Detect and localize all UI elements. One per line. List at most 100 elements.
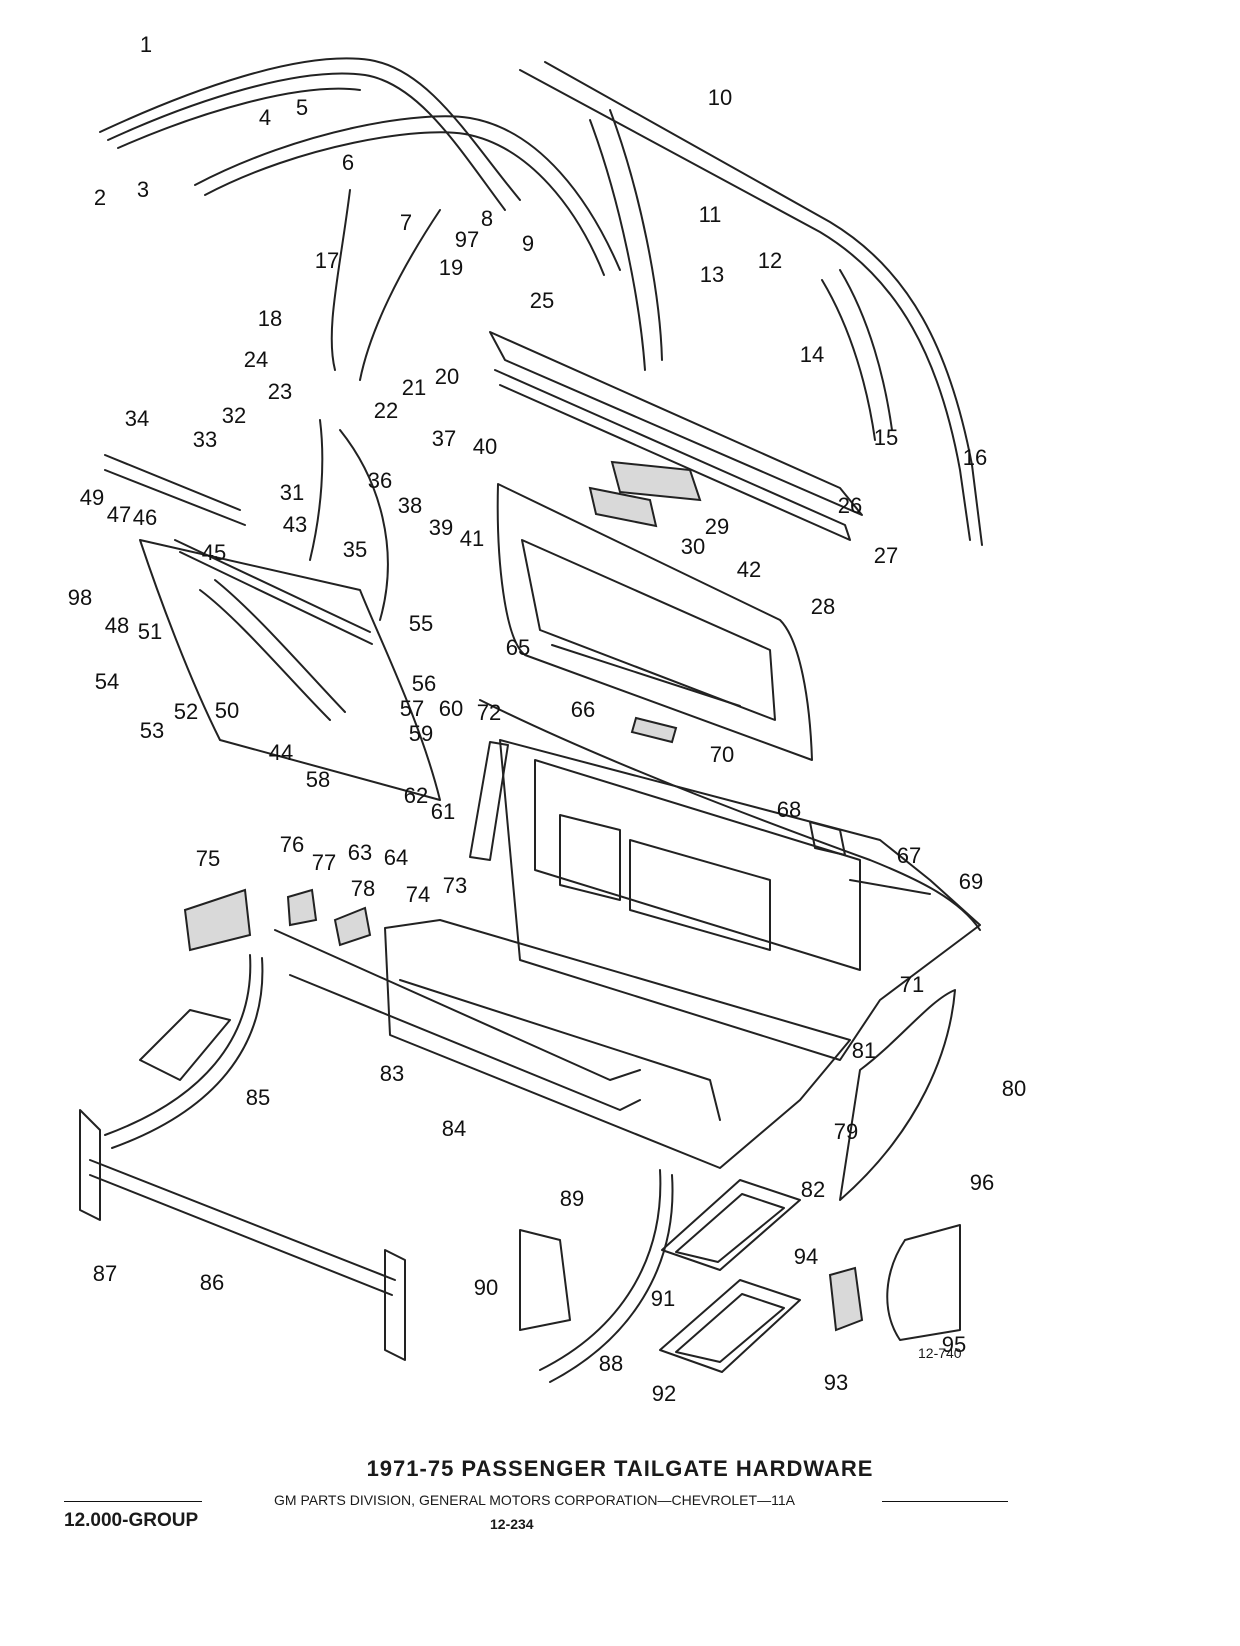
callout-3: 3	[137, 177, 149, 202]
upper-garnish-part	[489, 331, 863, 516]
callout-54: 54	[95, 669, 119, 694]
page-number: 12-234	[490, 1516, 534, 1532]
callout-24: 24	[244, 347, 268, 372]
group-label: 12.000-GROUP	[64, 1510, 199, 1531]
callout-8: 8	[481, 206, 493, 231]
callout-23: 23	[268, 379, 292, 404]
callout-60: 60	[439, 696, 463, 721]
callout-53: 53	[140, 718, 164, 743]
callout-72: 72	[477, 700, 501, 725]
callout-2: 2	[94, 185, 106, 210]
callout-67: 67	[897, 843, 921, 868]
callout-28: 28	[811, 594, 835, 619]
callout-73: 73	[443, 873, 467, 898]
roof-weatherstrip-part	[99, 57, 521, 201]
callout-93: 93	[824, 1370, 848, 1395]
callout-50: 50	[215, 698, 239, 723]
callout-48: 48	[105, 613, 129, 638]
callout-14: 14	[800, 342, 824, 367]
callout-82: 82	[801, 1177, 825, 1202]
callout-81: 81	[852, 1038, 876, 1063]
callout-65: 65	[506, 635, 530, 660]
callout-58: 58	[306, 767, 330, 792]
callout-43: 43	[283, 512, 307, 537]
callout-86: 86	[200, 1270, 224, 1295]
glass-frame-part	[519, 69, 971, 541]
callout-62: 62	[404, 783, 428, 808]
callout-79: 79	[834, 1119, 858, 1144]
callout-70: 70	[710, 742, 734, 767]
callout-55: 55	[409, 611, 433, 636]
callout-7: 7	[400, 210, 412, 235]
callout-59: 59	[409, 721, 433, 746]
footer-publisher-text: GM PARTS DIVISION, GENERAL MOTORS CORPOR…	[274, 1492, 795, 1508]
lower-box-part	[384, 919, 851, 1169]
callout-34: 34	[125, 406, 149, 431]
callout-97: 97	[455, 227, 479, 252]
callout-63: 63	[348, 840, 372, 865]
callout-91: 91	[651, 1286, 675, 1311]
callout-15: 15	[874, 425, 898, 450]
callout-78: 78	[351, 876, 375, 901]
callout-40: 40	[473, 434, 497, 459]
callout-10: 10	[708, 85, 732, 110]
callout-25: 25	[530, 288, 554, 313]
callout-68: 68	[777, 797, 801, 822]
callout-51: 51	[138, 619, 162, 644]
callout-57: 57	[400, 696, 424, 721]
tailgate-body-part	[499, 739, 981, 1061]
callout-88: 88	[599, 1351, 623, 1376]
callout-4: 4	[259, 105, 271, 130]
footer-rule-right	[882, 1501, 1008, 1502]
callout-45: 45	[202, 540, 226, 565]
tailgate-glass-part	[139, 539, 441, 801]
callout-84: 84	[442, 1116, 466, 1141]
callout-18: 18	[258, 306, 282, 331]
callout-21: 21	[402, 375, 426, 400]
callout-33: 33	[193, 427, 217, 452]
callout-61: 61	[431, 799, 455, 824]
callout-98: 98	[68, 585, 92, 610]
callout-44: 44	[269, 740, 293, 765]
callout-89: 89	[560, 1186, 584, 1211]
footer-line: GM PARTS DIVISION, GENERAL MOTORS CORPOR…	[64, 1492, 1008, 1510]
callout-85: 85	[246, 1085, 270, 1110]
callout-37: 37	[432, 426, 456, 451]
callout-92: 92	[652, 1381, 676, 1406]
callout-38: 38	[398, 493, 422, 518]
diagram-caption: 1971-75 PASSENGER TAILGATE HARDWARE	[366, 1456, 874, 1481]
callout-13: 13	[700, 262, 724, 287]
callout-5: 5	[296, 95, 308, 120]
callout-30: 30	[681, 534, 705, 559]
callout-26: 26	[838, 493, 862, 518]
callout-36: 36	[368, 468, 392, 493]
torsion-rod-part	[89, 1159, 396, 1281]
part-drawings	[79, 57, 983, 1383]
hinge-arm-part	[104, 954, 252, 1136]
callout-56: 56	[412, 671, 436, 696]
callout-19: 19	[439, 255, 463, 280]
callout-11: 11	[699, 202, 722, 227]
callout-90: 90	[474, 1275, 498, 1300]
callout-1: 1	[140, 32, 152, 57]
callout-47: 47	[107, 502, 131, 527]
callout-31: 31	[280, 480, 304, 505]
callout-87: 87	[93, 1261, 117, 1286]
callout-52: 52	[174, 699, 198, 724]
callout-77: 77	[312, 850, 336, 875]
callout-95: 95	[942, 1332, 966, 1357]
callout-12: 12	[758, 248, 782, 273]
callout-16: 16	[963, 445, 987, 470]
callout-64: 64	[384, 845, 408, 870]
callout-94: 94	[794, 1244, 818, 1269]
weatherstrip-arc-part	[194, 115, 621, 271]
callout-75: 75	[196, 846, 220, 871]
callout-39: 39	[429, 515, 453, 540]
callout-32: 32	[222, 403, 246, 428]
drawing-number: 12-740	[918, 1345, 962, 1361]
callout-42: 42	[737, 557, 761, 582]
callout-74: 74	[406, 882, 430, 907]
callout-35: 35	[343, 537, 367, 562]
